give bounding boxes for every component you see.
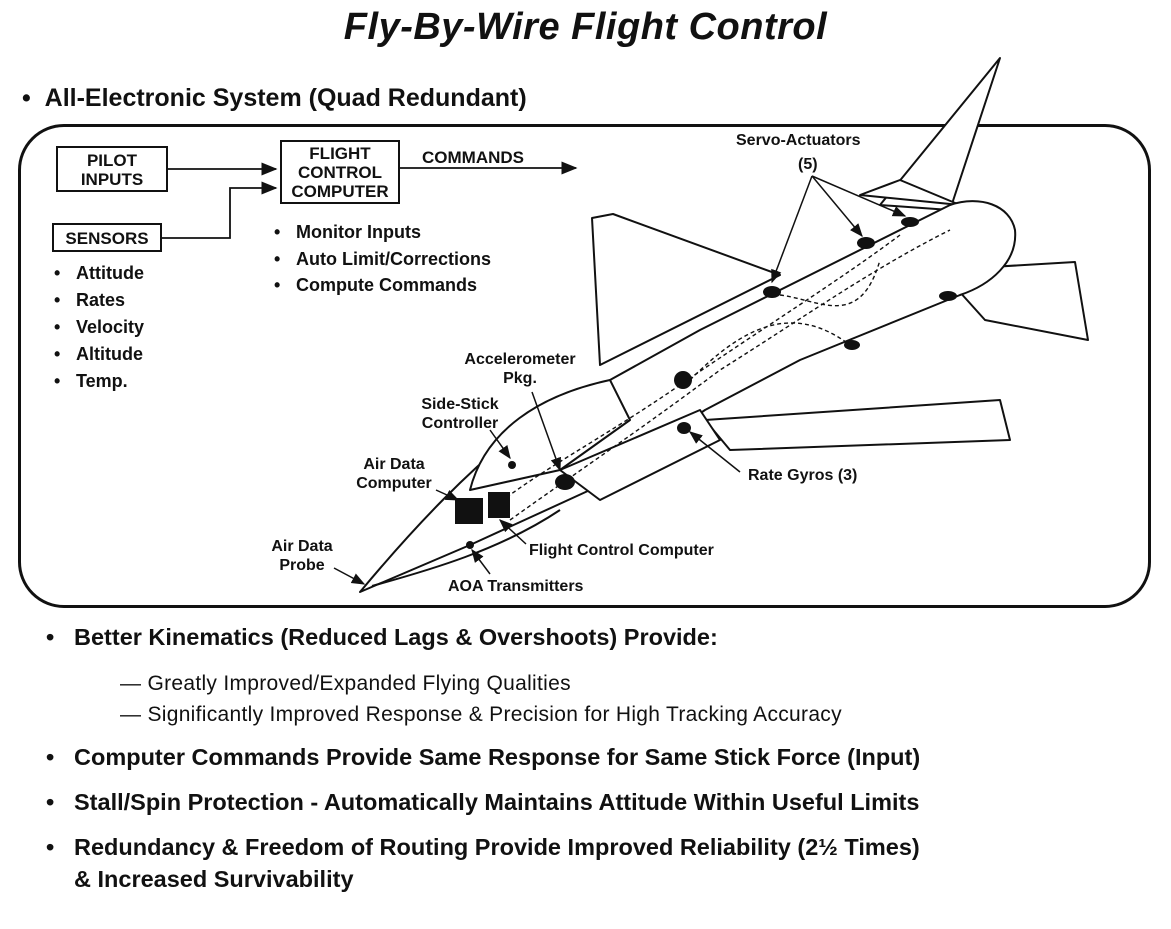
sensor-item: Attitude	[54, 260, 144, 287]
servo-leader	[811, 175, 907, 217]
probe-leader	[333, 567, 366, 585]
pilot-inputs-box: PILOT INPUTS	[56, 146, 168, 192]
accelerometer-label: Accelerometer Pkg.	[458, 350, 582, 388]
side-stick-line2: Controller	[421, 415, 499, 432]
fcc-function-list: Monitor Inputs Auto Limit/Corrections Co…	[274, 219, 491, 299]
top-bullet-text: All-Electronic System (Quad Redundant)	[44, 84, 527, 112]
aircraft-nose-lower	[371, 509, 561, 587]
aircraft-left-hstab	[859, 179, 961, 206]
aircraft-components	[455, 217, 957, 549]
accel-leader	[531, 391, 561, 472]
accelerometer-line2: Pkg.	[503, 370, 537, 387]
servo-actuator-unit	[901, 217, 919, 227]
wiring-path	[689, 322, 851, 381]
air-data-probe-label: Air Data Probe	[262, 537, 342, 575]
fcc-leader	[499, 519, 527, 545]
rate-gyros-label: Rate Gyros (3)	[748, 467, 858, 484]
servo-leader	[771, 175, 813, 284]
gyro-leader	[688, 431, 741, 473]
redundancy-bullet-line2: & Increased Survivability	[74, 866, 354, 892]
air-data-computer-line2: Computer	[356, 475, 432, 492]
sensor-item: Temp.	[54, 368, 144, 395]
accelerometer-unit	[555, 474, 575, 490]
air-data-computer-line1: Air Data	[363, 456, 425, 473]
leader-lines	[333, 175, 907, 585]
flight-control-computer-label: Flight Control Computer	[529, 542, 714, 559]
side-stick-label: Side-Stick Controller	[412, 395, 508, 433]
fcc-line3: COMPUTER	[291, 182, 389, 201]
aircraft-right-wing	[704, 399, 1011, 451]
air-data-computer-label: Air Data Computer	[348, 455, 440, 493]
air-data-computer-unit	[455, 498, 483, 524]
sensor-item: Altitude	[54, 341, 144, 368]
kinematics-bullet: Better Kinematics (Reduced Lags & Oversh…	[46, 624, 718, 651]
fcc-function-item: Compute Commands	[274, 272, 491, 299]
diagram-panel	[18, 124, 1151, 608]
air-data-probe-line2: Probe	[279, 557, 325, 574]
adc-leader	[435, 489, 460, 501]
sensors-box: SENSORS	[52, 223, 162, 252]
pilot-inputs-line2: INPUTS	[80, 170, 144, 189]
fcc-function-item: Monitor Inputs	[274, 219, 491, 246]
accelerometer-line1: Accelerometer	[464, 351, 576, 368]
computer-commands-bullet: Computer Commands Provide Same Response …	[46, 744, 920, 771]
aoa-leader	[471, 548, 491, 575]
wiring-path	[779, 259, 881, 307]
fcc-box: FLIGHT CONTROL COMPUTER	[280, 140, 400, 204]
aircraft-vertical-tail	[879, 57, 1001, 211]
block-diagram-arrows	[162, 161, 578, 239]
aircraft-fuselage	[359, 200, 1017, 593]
side-stick-unit	[508, 461, 516, 469]
sensors-label: SENSORS	[65, 229, 149, 248]
commands-label: COMMANDS	[422, 148, 524, 167]
servo-leader	[811, 175, 863, 238]
aircraft-drawing	[359, 57, 1089, 593]
redundancy-bullet: Redundancy & Freedom of Routing Provide …	[46, 834, 920, 861]
sensor-item: Rates	[54, 287, 144, 314]
top-bullet: • All-Electronic System (Quad Redundant)	[22, 84, 527, 112]
sensors-to-fcc-arrow	[162, 181, 278, 239]
kinematics-sub-item: Greatly Improved/Expanded Flying Qualiti…	[120, 672, 571, 696]
page-title: Fly-By-Wire Flight Control	[343, 6, 828, 48]
sensor-list: Attitude Rates Velocity Altitude Temp.	[54, 260, 144, 395]
servo-actuators-label: Servo-Actuators	[736, 132, 861, 149]
servo-actuator-unit	[857, 237, 875, 249]
aircraft-left-wing	[591, 213, 781, 366]
sensor-item: Velocity	[54, 314, 144, 341]
aoa-transmitters-label: AOA Transmitters	[448, 578, 584, 595]
pilot-inputs-line1: PILOT	[86, 151, 138, 170]
side-stick-leader	[489, 429, 511, 460]
servo-count-label: (5)	[798, 156, 818, 173]
gyro-center-unit	[674, 371, 692, 389]
fcc-function-item: Auto Limit/Corrections	[274, 246, 491, 273]
aoa-transmitter-unit	[466, 541, 474, 549]
fcc-line1: FLIGHT	[309, 144, 371, 163]
air-data-probe-line1: Air Data	[271, 538, 333, 555]
kinematics-sub-item: Significantly Improved Response & Precis…	[120, 703, 842, 727]
side-stick-line1: Side-Stick	[421, 396, 499, 413]
servo-actuator-unit	[844, 340, 860, 350]
rate-gyro-unit	[677, 422, 691, 434]
fcc-unit	[488, 492, 510, 518]
servo-actuator-unit	[763, 286, 781, 298]
stall-spin-bullet: Stall/Spin Protection - Automatically Ma…	[46, 789, 919, 816]
servo-actuator-unit	[939, 291, 957, 301]
fcc-line2: CONTROL	[297, 163, 383, 182]
